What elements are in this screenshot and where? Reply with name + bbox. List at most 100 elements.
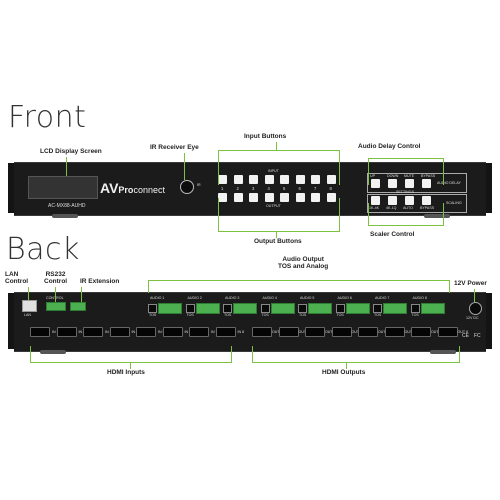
callout-lcd: LCD Display Screen [40, 148, 102, 155]
tos-label-1: TOS [149, 313, 157, 317]
brand-pro: Pro [118, 185, 134, 195]
hdmi-input-6[interactable] [162, 327, 183, 337]
channel-number-4: 4 [267, 186, 270, 191]
toslink-port-4[interactable] [260, 304, 270, 313]
hdmi-output-label-6: OUT 6 [404, 330, 416, 334]
toslink-port-6[interactable] [335, 304, 345, 313]
scaler-button-4[interactable] [422, 196, 431, 205]
hdmi-output-7[interactable] [411, 327, 431, 337]
hdmi-output-4[interactable] [331, 327, 352, 337]
tos-label-6: TOS [336, 313, 344, 317]
scaler-button-2[interactable] [388, 196, 397, 205]
audio-label-4: AUDIO 4 [262, 296, 277, 300]
analog-terminal-6[interactable] [345, 303, 370, 314]
input-button-2[interactable] [233, 175, 243, 184]
scaler-button-3[interactable] [405, 196, 414, 205]
output-button-1[interactable] [218, 193, 227, 202]
callout-audio-output: Audio Output TOS and Analog [278, 256, 329, 271]
output-buttons-bracket [218, 198, 340, 232]
fcc-mark: FC [474, 333, 481, 339]
output-button-6[interactable] [295, 193, 305, 202]
hdmi-input-8[interactable] [215, 327, 236, 337]
hdmi-output-1[interactable] [252, 327, 272, 337]
output-button-5[interactable] [280, 193, 289, 202]
output-button-3[interactable] [249, 193, 258, 202]
lcd-display [28, 176, 98, 199]
callout-hdmi-inputs: HDMI Inputs [107, 369, 145, 376]
hdmi-input-label-8: IN 8 [237, 330, 245, 334]
brand-connect: connect [133, 185, 165, 195]
hdmi-output-6[interactable] [384, 327, 405, 337]
scaler-button-1[interactable] [371, 196, 380, 205]
analog-terminal-4[interactable] [270, 303, 295, 314]
analog-terminal-8[interactable] [420, 303, 445, 314]
input-button-4[interactable] [264, 175, 274, 184]
delay-button-up[interactable] [371, 179, 380, 188]
hdmi-output-label-7: OUT 7 [431, 330, 442, 334]
leader-lcd [66, 157, 67, 176]
hdmi-output-label-1: OUT 1 [272, 330, 283, 334]
front-foot-left [52, 214, 78, 218]
analog-terminal-5[interactable] [308, 303, 332, 314]
toslink-port-2[interactable] [185, 304, 195, 313]
tos-label-3: TOS [224, 313, 232, 317]
power-jack-label: 12V DC [466, 316, 479, 320]
hdmi-input-5[interactable] [136, 327, 156, 337]
back-left-ear [8, 293, 14, 349]
hdmi-input-3[interactable] [83, 327, 103, 337]
hdmi-input-7[interactable] [189, 327, 209, 337]
toslink-port-8[interactable] [410, 304, 420, 313]
ir-label: IR [197, 183, 201, 187]
output-button-8[interactable] [326, 193, 336, 202]
callout-lan: LAN Control [5, 271, 29, 286]
lan-port-label: LAN [24, 313, 31, 317]
input-button-6[interactable] [295, 175, 305, 184]
scaling-label: SCALING [446, 201, 462, 205]
hdmi-input-label-3: IN 3 [105, 330, 112, 334]
analog-terminal-7[interactable] [383, 303, 407, 314]
input-button-5[interactable] [280, 175, 289, 184]
hdmi-output-label-3: OUT 3 [325, 330, 336, 334]
leader-lan [28, 287, 29, 300]
analog-terminal-1[interactable] [158, 303, 182, 314]
output-button-2[interactable] [233, 193, 243, 202]
input-button-1[interactable] [218, 175, 227, 184]
toslink-port-7[interactable] [373, 304, 382, 313]
ir-extension-terminal[interactable] [70, 302, 86, 311]
output-button-7[interactable] [311, 193, 320, 202]
delay-label-up: UP [370, 174, 375, 178]
lan-port[interactable] [22, 300, 37, 312]
hdmi-output-5[interactable] [358, 327, 378, 337]
input-button-7[interactable] [311, 175, 320, 184]
hdmi-output-3[interactable] [305, 327, 325, 337]
output-button-4[interactable] [264, 193, 274, 202]
toslink-port-3[interactable] [223, 304, 232, 313]
brand-logo: AVProconnect [100, 180, 165, 198]
power-jack[interactable] [469, 302, 482, 315]
delay-button-down[interactable] [388, 179, 397, 188]
delay-label-bypass: BYPASS [421, 174, 436, 178]
input-button-3[interactable] [249, 175, 258, 184]
hdmi-input-4[interactable] [109, 327, 130, 337]
analog-terminal-3[interactable] [233, 303, 257, 314]
scaler-bracket [368, 203, 444, 226]
audio-label-1: AUDIO 1 [150, 296, 165, 300]
delay-button-bypass[interactable] [422, 179, 431, 188]
output-row-label: OUTPUT [266, 204, 281, 208]
hdmi-input-2[interactable] [56, 327, 77, 337]
channel-number-3: 3 [252, 186, 255, 191]
input-button-8[interactable] [326, 175, 336, 184]
hdmi-input-label-7: IN 7 [211, 330, 218, 334]
rs232-terminal[interactable] [46, 302, 66, 311]
hdmi-output-2[interactable] [278, 327, 299, 337]
tos-label-4: TOS [261, 313, 269, 317]
hdmi-input-1[interactable] [30, 327, 50, 337]
analog-terminal-2[interactable] [195, 303, 220, 314]
channel-number-5: 5 [283, 186, 286, 191]
hdmi-output-8[interactable] [437, 327, 458, 337]
toslink-port-1[interactable] [148, 304, 157, 313]
toslink-port-5[interactable] [298, 304, 307, 313]
tos-label-8: TOS [411, 313, 419, 317]
tos-label-2: TOS [186, 313, 194, 317]
delay-button-mute[interactable] [405, 179, 414, 188]
